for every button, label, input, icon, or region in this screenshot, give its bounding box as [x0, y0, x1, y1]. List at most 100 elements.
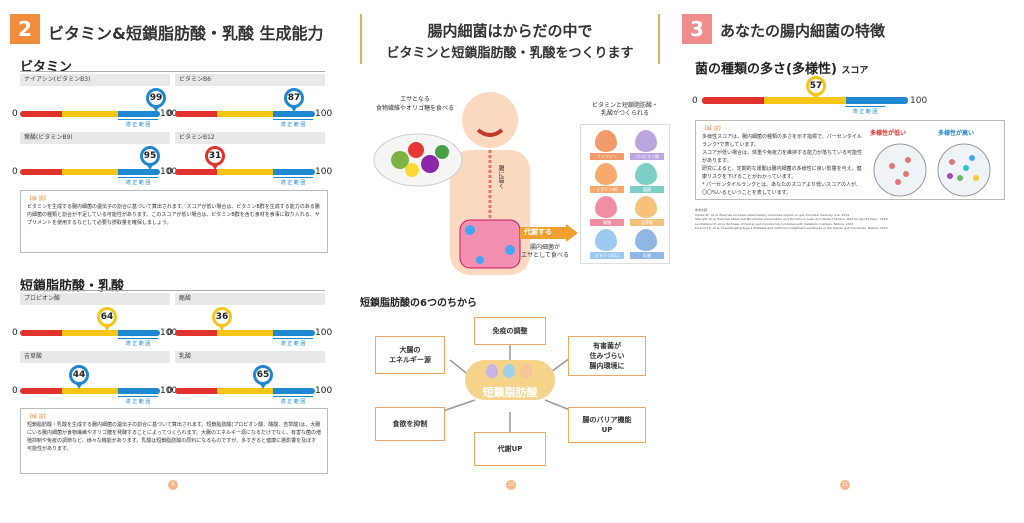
normal-range-label: 適 正 範 囲	[273, 177, 313, 186]
diversity-heading-text: 菌の種類の多さ(多様性)	[695, 62, 837, 77]
normal-range-label: 適 正 範 囲	[118, 119, 158, 128]
page-number: 10	[506, 480, 516, 490]
made-title: ビタミンと短鎖脂肪酸・ 乳酸がつくられる	[591, 102, 658, 117]
references: 参考文献 Clarke SF, et al. Exercise and asso…	[695, 208, 888, 230]
six-powers-title: 短鎖脂肪酸の6つのちから	[360, 298, 477, 309]
gauge-bar	[175, 169, 315, 175]
low-diversity-label: 多様性が低い	[870, 130, 907, 137]
gauge-hundred: 100	[160, 167, 178, 177]
arrow-icon	[520, 224, 578, 242]
nutrient-label: 葉酸	[590, 219, 624, 226]
gauge-bar	[20, 330, 160, 336]
gauge-label: 葉酸(ビタミンB9)	[20, 132, 170, 144]
diversity-zero: 0	[692, 96, 698, 106]
food-label: エサとなる 食物繊維やオリゴ糖を食べる	[375, 96, 454, 112]
vitamin-heading: ビタミン	[20, 60, 73, 75]
score-suffix: スコア	[841, 66, 869, 76]
explanation-tag: 【解 説】	[702, 126, 724, 132]
score-pin: 65	[253, 365, 273, 389]
nutrient-label: プロピオン酸	[630, 153, 664, 160]
normal-range-label: 適 正 範 囲	[273, 119, 313, 128]
gauge-hundred: 100	[315, 167, 333, 177]
gauge-zero: 0	[167, 109, 173, 119]
diversity-low-illustration	[873, 143, 927, 197]
gauge-label: 乳酸	[175, 351, 325, 363]
section-number: 2	[10, 14, 40, 44]
gauge-hundred: 100	[160, 386, 178, 396]
nutrient-label: ビタミンB12	[590, 252, 624, 259]
score-value: 95	[143, 151, 157, 161]
explanation-box: 【解 説】 ビタミンを生成する腸内細菌の遺伝子の割合に基づいて算出されます。スコ…	[20, 190, 328, 253]
gauge-hundred: 100	[315, 328, 333, 338]
diversity-hundred: 100	[910, 96, 928, 106]
scfa-heading: 短鎖脂肪酸・乳酸	[20, 279, 125, 294]
score-pin: 44	[69, 365, 89, 389]
score-pin: 87	[284, 88, 304, 112]
scfa-power-box: 食欲を抑制	[375, 407, 445, 441]
gauge-hundred: 100	[160, 109, 178, 119]
page-number: 9	[168, 480, 178, 490]
scfa-center-label: 短鎖脂肪酸	[482, 386, 538, 399]
score-pin: 95	[140, 146, 160, 170]
score-value: 64	[100, 312, 114, 322]
to-gut-label: 腸に届く	[497, 165, 504, 189]
gauge-label: ビタミンB12	[175, 132, 325, 144]
gauge-zero: 0	[12, 109, 18, 119]
blue-drop-icon	[503, 364, 515, 378]
diversity-bar	[702, 97, 908, 104]
score-value: 31	[208, 151, 222, 161]
gauge-bar	[175, 388, 315, 394]
score-value: 44	[72, 370, 86, 380]
nutrient-label: 酪酸	[630, 186, 664, 193]
scfa-power-box: 腸のバリア機能 UP	[568, 407, 646, 443]
explanation-box: 【解 説】 短鎖脂肪酸・乳酸を生成する腸内細菌の遺伝子の割合に基づいて算出されま…	[20, 408, 328, 474]
title-bracket	[360, 14, 660, 64]
divider	[20, 71, 325, 72]
normal-range-label: 適 正 範 囲	[845, 106, 885, 115]
section-title: あなたの腸内細菌の特徴	[720, 22, 886, 40]
gauge-bar	[20, 388, 160, 394]
orange-drop-icon	[520, 364, 532, 378]
normal-range-label: 適 正 範 囲	[118, 396, 158, 405]
nutrient-drop-icon	[595, 163, 617, 185]
normal-range-label: 適 正 範 囲	[118, 177, 158, 186]
nutrient-drop-icon	[595, 229, 617, 251]
gauge-bar	[20, 169, 160, 175]
page-number: 11	[840, 480, 850, 490]
gauge-zero: 0	[167, 386, 173, 396]
explanation-text: ビタミンを生成する腸内細菌の遺伝子の割合に基づいて算出されます。スコアが低い場合…	[27, 204, 320, 226]
normal-range-label: 適 正 範 囲	[273, 396, 313, 405]
gauge-zero: 0	[167, 328, 173, 338]
gauge-hundred: 100	[315, 386, 333, 396]
gauge-hundred: 100	[315, 109, 333, 119]
nutrient-drop-icon	[635, 196, 657, 218]
normal-range-label: 適 正 範 囲	[273, 338, 313, 347]
explanation-text: 多様性スコアは、腸内細菌の種類の多さを示す指標で、パーセンタイルランク*で表して…	[702, 134, 863, 196]
nutrient-drop-icon	[595, 196, 617, 218]
gauge-bar	[175, 111, 315, 117]
divider	[20, 290, 325, 291]
bacteria-eat-label: 腸内細菌が エサとして食べる	[521, 244, 569, 259]
scfa-power-box: 代謝UP	[474, 432, 546, 466]
score-value: 36	[215, 312, 229, 322]
normal-range-label: 適 正 範 囲	[118, 338, 158, 347]
scfa-power-box: 免疫の調整	[474, 317, 546, 345]
scfa-power-box: 大腸の エネルギー源	[375, 336, 445, 374]
middle-title-line1: 腸内細菌はからだの中で	[427, 22, 593, 40]
gauge-zero: 0	[12, 167, 18, 177]
score-value: 65	[256, 370, 270, 380]
gauge-bar	[20, 111, 160, 117]
nutrient-drop-icon	[595, 130, 617, 152]
diversity-heading: 菌の種類の多さ(多様性) スコア	[695, 58, 868, 77]
gauge-zero: 0	[12, 328, 18, 338]
section-number: 3	[682, 14, 712, 44]
score-pin: 36	[212, 307, 232, 331]
explanation-text: 短鎖脂肪酸・乳酸を生成する腸内細菌の遺伝子の割合に基づいて算出されます。短鎖脂肪…	[27, 422, 322, 452]
diversity-score: 57	[809, 81, 823, 91]
